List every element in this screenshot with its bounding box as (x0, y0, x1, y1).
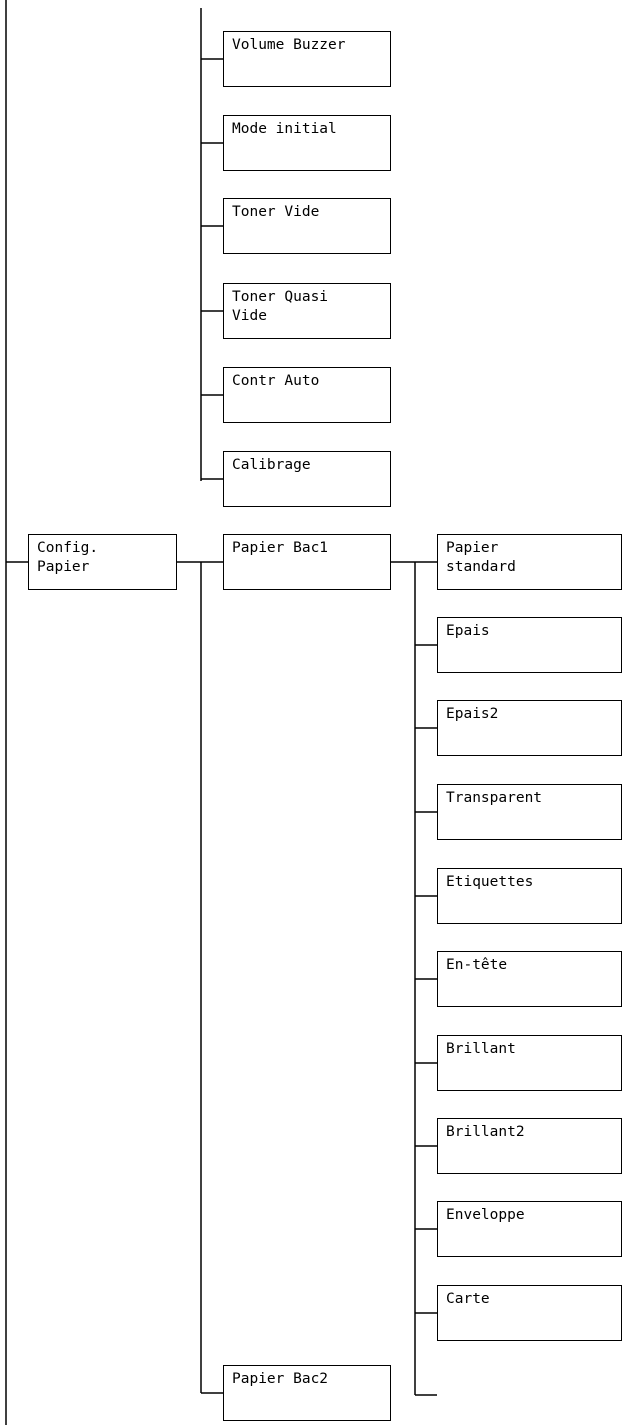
menu-item-toner-vide: Toner Vide (223, 198, 391, 254)
menu-item-etiquettes: Etiquettes (437, 868, 622, 924)
menu-item-epais2: Epais2 (437, 700, 622, 756)
menu-item-mode-initial: Mode initial (223, 115, 391, 171)
menu-item-carte: Carte (437, 1285, 622, 1341)
menu-item-transparent: Transparent (437, 784, 622, 840)
menu-item-papier-standard: Papier standard (437, 534, 622, 590)
menu-item-en-tete: En-tête (437, 951, 622, 1007)
menu-item-papier-bac1: Papier Bac1 (223, 534, 391, 590)
menu-item-volume-buzzer: Volume Buzzer (223, 31, 391, 87)
menu-item-brillant2: Brillant2 (437, 1118, 622, 1174)
menu-item-toner-quasi-vide: Toner Quasi Vide (223, 283, 391, 339)
menu-item-enveloppe: Enveloppe (437, 1201, 622, 1257)
menu-item-contr-auto: Contr Auto (223, 367, 391, 423)
menu-item-brillant: Brillant (437, 1035, 622, 1091)
menu-item-papier-bac2: Papier Bac2 (223, 1365, 391, 1421)
menu-item-config-papier: Config. Papier (28, 534, 177, 590)
menu-item-calibrage: Calibrage (223, 451, 391, 507)
menu-item-epais: Epais (437, 617, 622, 673)
